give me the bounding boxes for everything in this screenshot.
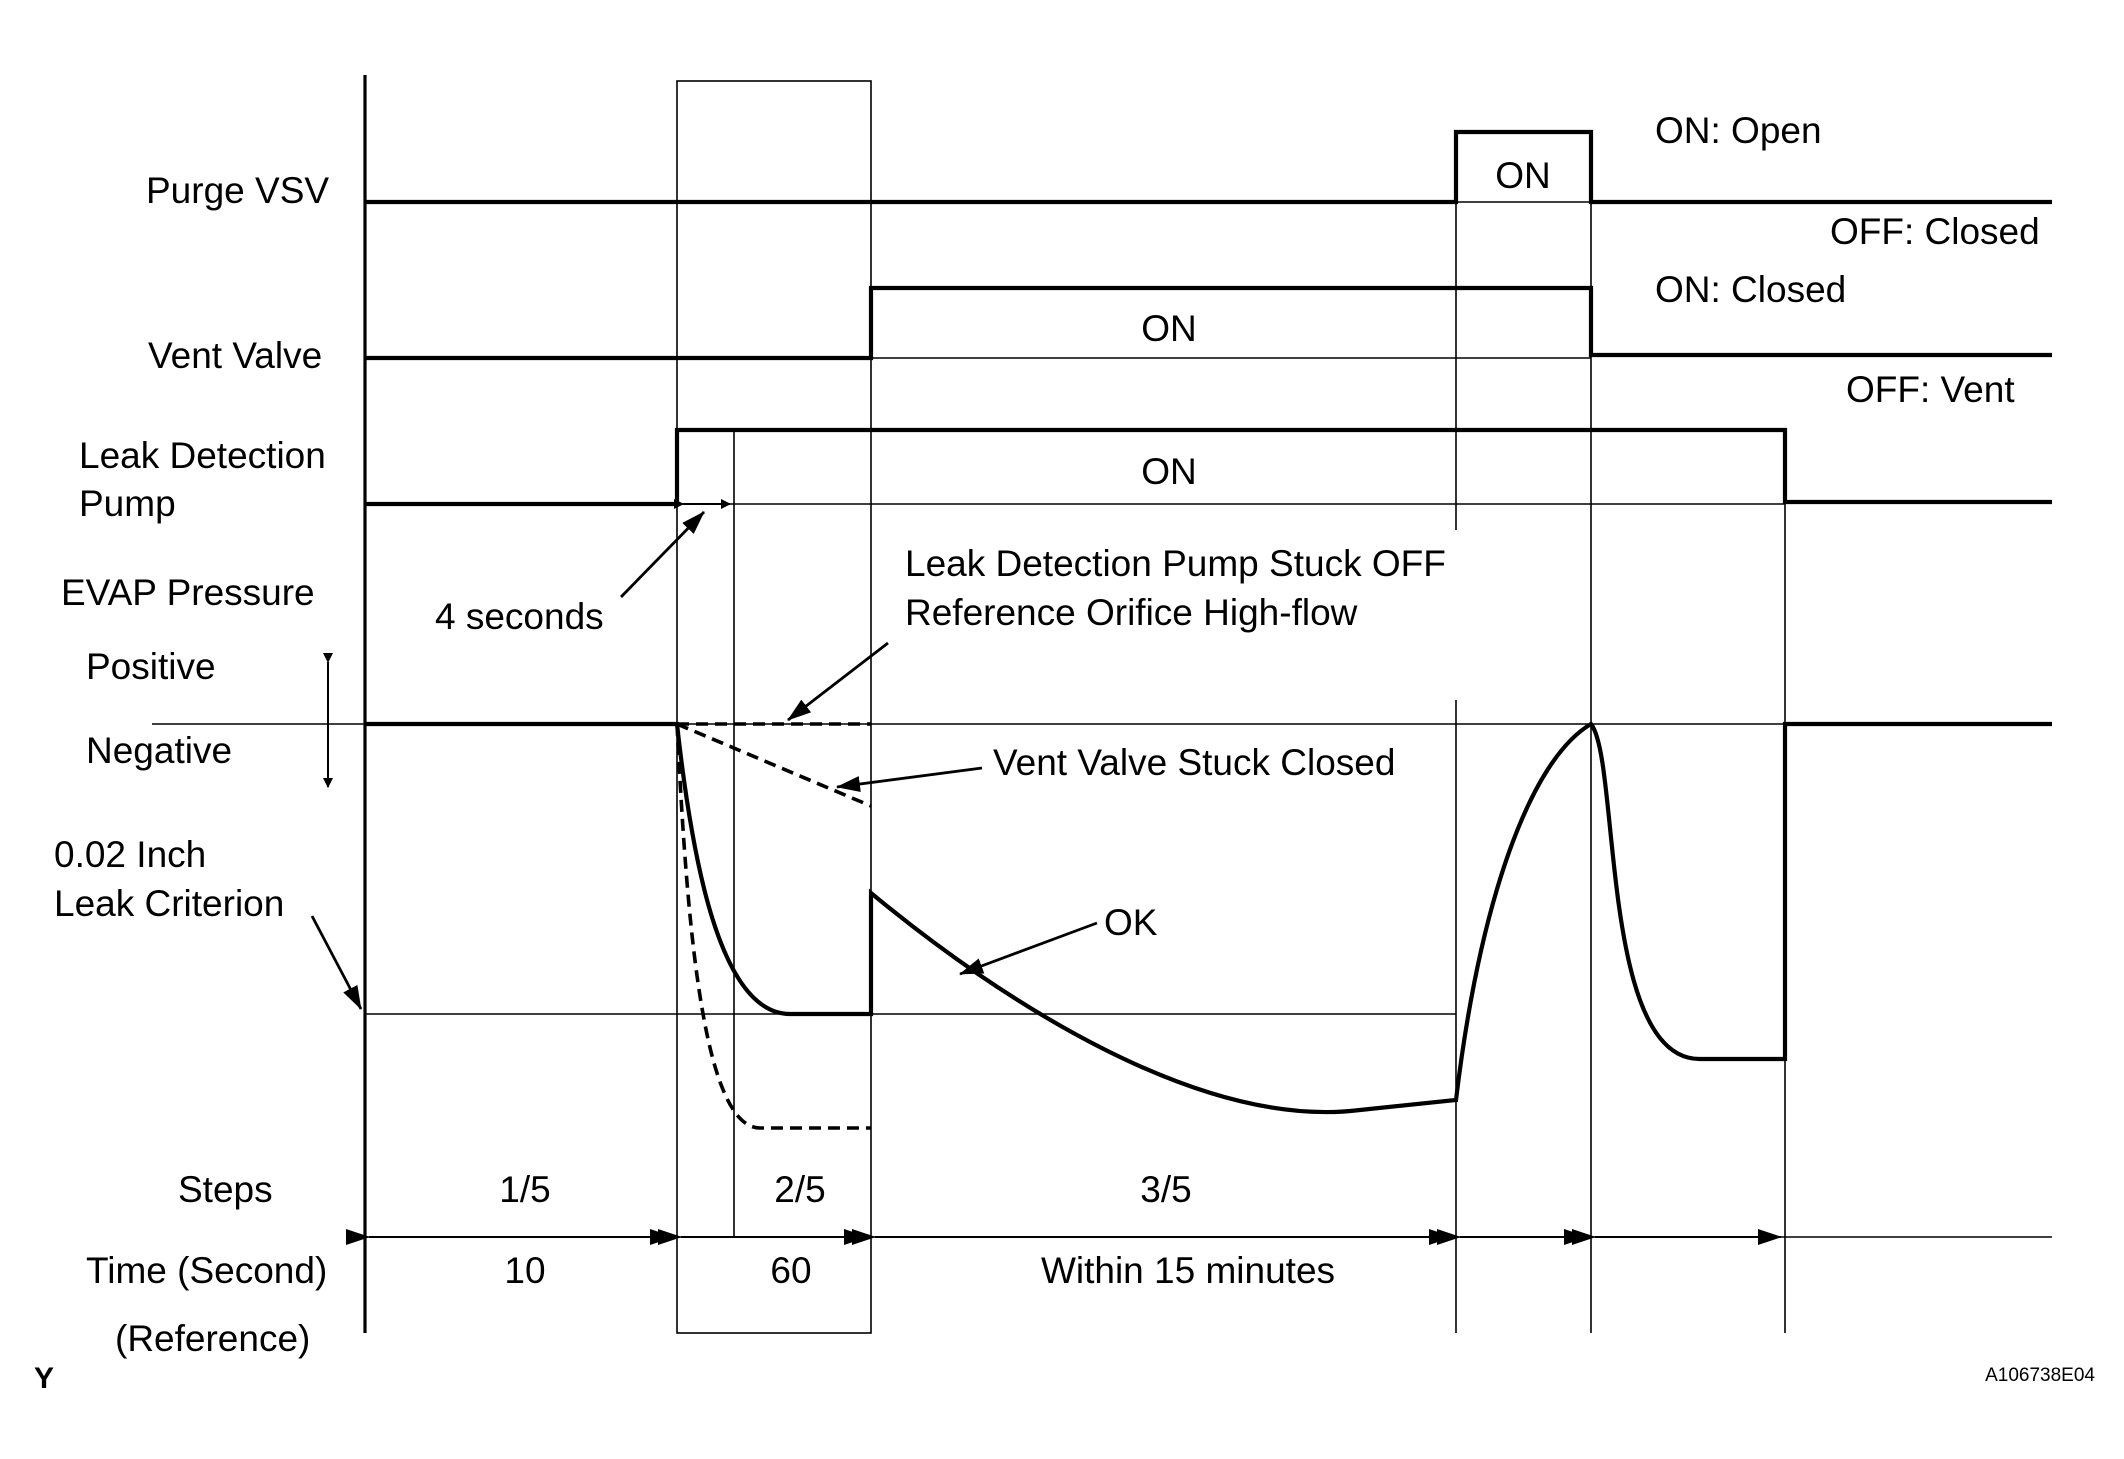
four-seconds-arrow — [619, 511, 706, 598]
vent-stuck-arrow — [836, 766, 983, 792]
label-leak-crit-2: Leak Criterion — [54, 883, 284, 924]
label-leak-pump-2: Pump — [79, 483, 176, 524]
label-on-closed: ON: Closed — [1655, 269, 1846, 310]
figure-id: A106738E04 — [1985, 1365, 2095, 1386]
label-leak-crit-1: 0.02 Inch — [54, 834, 206, 875]
label-ok: OK — [1104, 902, 1158, 943]
label-evap-pressure: EVAP Pressure — [61, 572, 315, 613]
label-off-vent: OFF: Vent — [1846, 369, 2015, 410]
step-label-3: 3/5 — [1140, 1169, 1191, 1210]
leak-pump-signal — [365, 427, 2052, 507]
step-label-2: 2/5 — [774, 1169, 825, 1210]
label-reference: (Reference) — [115, 1318, 310, 1359]
label-vent-stuck: Vent Valve Stuck Closed — [993, 742, 1395, 783]
vent-valve-on-label: ON — [1141, 308, 1197, 349]
label-four-seconds: 4 seconds — [435, 596, 604, 637]
pressure-curve-large-leak — [675, 723, 871, 1130]
step2-box — [676, 80, 872, 1334]
label-pump-stuck-1: Leak Detection Pump Stuck OFF — [905, 543, 1446, 584]
leak-criterion-arrow — [310, 915, 363, 1010]
time-label-3: Within 15 minutes — [1041, 1250, 1335, 1291]
label-time: Time (Second) — [86, 1250, 327, 1291]
label-negative: Negative — [86, 730, 232, 771]
step-label-1: 1/5 — [499, 1169, 550, 1210]
pressure-curve-vent-stuck — [676, 722, 872, 808]
ok-arrow — [959, 921, 1098, 976]
vent-valve-signal — [365, 285, 2052, 361]
label-purge-vsv: Purge VSV — [146, 170, 329, 211]
leak-pump-on-label: ON — [1141, 451, 1197, 492]
purge-vsv-on-label: ON — [1495, 155, 1551, 196]
label-leak-pump-1: Leak Detection — [79, 435, 326, 476]
purge-vsv-signal — [365, 129, 2052, 205]
label-pump-stuck-2: Reference Orifice High-flow — [905, 592, 1358, 633]
label-vent-valve: Vent Valve — [148, 335, 322, 376]
time-label-1: 10 — [504, 1250, 545, 1291]
label-off-closed: OFF: Closed — [1830, 211, 2040, 252]
label-steps: Steps — [178, 1169, 273, 1210]
label-positive: Positive — [86, 646, 216, 687]
pressure-curve-ok — [365, 721, 2052, 1115]
time-label-2: 60 — [770, 1250, 811, 1291]
label-on-open: ON: Open — [1655, 110, 1822, 151]
pump-stuck-arrow — [787, 641, 889, 722]
corner-mark: Y — [34, 1362, 54, 1395]
